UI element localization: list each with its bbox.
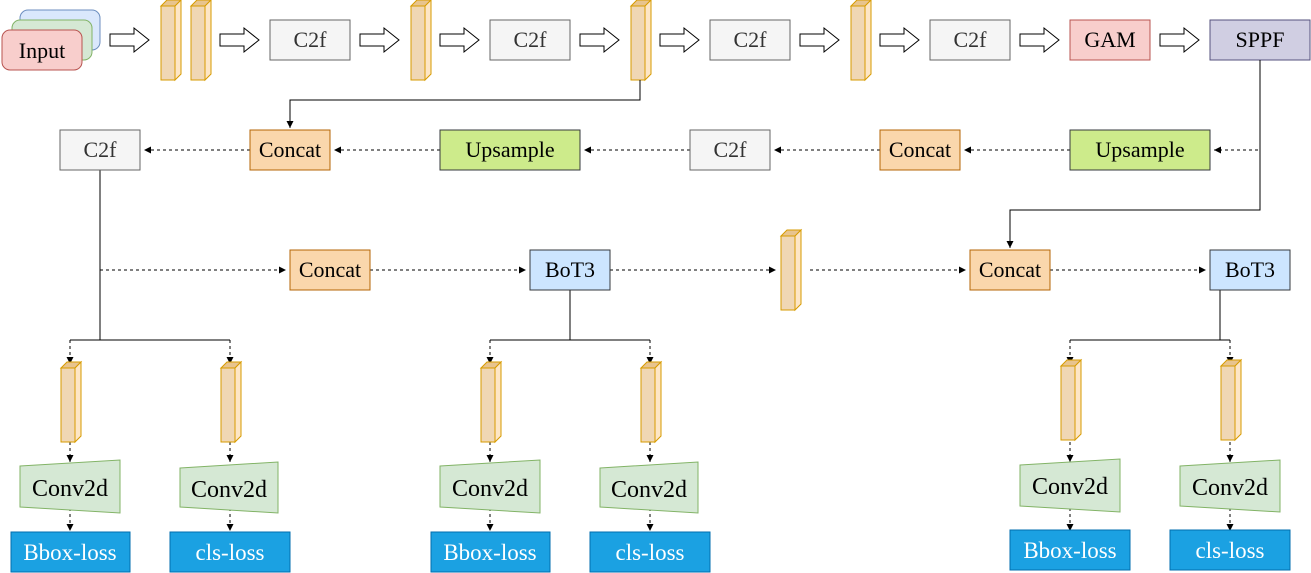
hollow-arrow xyxy=(359,26,400,54)
backbone-arrows xyxy=(109,26,1200,54)
svg-text:cls-loss: cls-loss xyxy=(616,540,685,565)
hollow-arrow xyxy=(109,26,150,54)
svg-text:GAM: GAM xyxy=(1084,27,1135,52)
conv-block xyxy=(219,360,243,444)
concat-block-1: Concat xyxy=(249,129,331,171)
svg-text:Conv2d: Conv2d xyxy=(1192,475,1268,501)
conv-block xyxy=(849,0,872,82)
hollow-arrow xyxy=(1159,26,1200,54)
svg-text:Conv2d: Conv2d xyxy=(32,476,108,502)
hollow-arrow xyxy=(219,26,260,54)
c2f-block-1: C2f xyxy=(269,19,351,61)
svg-text:C2f: C2f xyxy=(514,27,548,52)
svg-text:C2f: C2f xyxy=(84,137,118,162)
svg-text:Concat: Concat xyxy=(259,137,321,162)
conv2d-block: Conv2d xyxy=(1179,459,1281,513)
svg-text:BoT3: BoT3 xyxy=(1225,257,1275,282)
upsample-block-1: Upsample xyxy=(439,129,581,171)
sppf-block: SPPF xyxy=(1209,19,1311,61)
input-label: Input xyxy=(19,38,65,63)
concat-block-4: Concat xyxy=(969,249,1051,291)
conv2d-block: Conv2d xyxy=(19,459,121,514)
cls-loss-block: cls-loss xyxy=(589,531,711,573)
svg-text:C2f: C2f xyxy=(294,27,328,52)
gam-block: GAM xyxy=(1069,19,1151,61)
svg-text:Concat: Concat xyxy=(889,137,951,162)
c2f-block-mid: C2f xyxy=(689,129,771,171)
concat-block-2: Concat xyxy=(879,129,961,171)
svg-text:BoT3: BoT3 xyxy=(545,257,595,282)
backbone-conv-blocks xyxy=(159,0,872,82)
svg-text:Upsample: Upsample xyxy=(465,137,554,162)
conv2d-block: Conv2d xyxy=(1019,458,1121,513)
svg-text:C2f: C2f xyxy=(734,27,768,52)
cls-loss-block: cls-loss xyxy=(169,531,291,573)
connectors xyxy=(66,60,1261,531)
conv2d-block: Conv2d xyxy=(599,461,699,514)
hollow-arrow xyxy=(1019,26,1060,54)
c2f-block-3: C2f xyxy=(709,19,791,61)
hollow-arrow xyxy=(579,26,620,54)
svg-text:Upsample: Upsample xyxy=(1095,137,1184,162)
conv-block xyxy=(59,360,83,444)
detection-head-3: Conv2d Conv2d Bbox-loss cls-loss xyxy=(1009,358,1291,571)
bot3-block-1: BoT3 xyxy=(529,249,611,291)
svg-text:Concat: Concat xyxy=(979,257,1041,282)
conv-block xyxy=(779,228,803,312)
c2f-block-2: C2f xyxy=(489,19,571,61)
svg-text:Conv2d: Conv2d xyxy=(452,476,528,502)
svg-text:C2f: C2f xyxy=(954,27,988,52)
svg-text:Concat: Concat xyxy=(299,257,361,282)
svg-text:Bbox-loss: Bbox-loss xyxy=(443,540,536,565)
hollow-arrow xyxy=(799,26,840,54)
conv-block xyxy=(629,0,652,82)
conv-block xyxy=(479,360,503,444)
hollow-arrow xyxy=(659,26,700,54)
svg-text:cls-loss: cls-loss xyxy=(196,540,265,565)
bbox-loss-block: Bbox-loss xyxy=(10,531,131,573)
conv-block xyxy=(409,0,432,82)
bbox-loss-block: Bbox-loss xyxy=(430,531,551,573)
conv2d-block: Conv2d xyxy=(439,459,541,514)
c2f-block-4: C2f xyxy=(929,19,1011,61)
detection-head-1: Conv2d Conv2d Bbox-loss cls-loss xyxy=(10,360,291,573)
conv-block xyxy=(1059,358,1083,442)
bbox-loss-block: Bbox-loss xyxy=(1009,529,1131,571)
conv2d-block: Conv2d xyxy=(179,461,279,514)
svg-text:cls-loss: cls-loss xyxy=(1196,538,1265,563)
concat-block-3: Concat xyxy=(289,249,371,291)
svg-text:Conv2d: Conv2d xyxy=(191,477,267,503)
conv-block xyxy=(159,0,182,82)
conv-block xyxy=(1219,358,1243,442)
svg-text:C2f: C2f xyxy=(714,137,748,162)
upsample-block-2: Upsample xyxy=(1069,129,1211,171)
hollow-arrow xyxy=(439,26,480,54)
detection-head-2: Conv2d Conv2d Bbox-loss cls-loss xyxy=(430,360,711,573)
conv-block xyxy=(639,360,663,444)
svg-text:Conv2d: Conv2d xyxy=(611,477,687,503)
svg-text:Conv2d: Conv2d xyxy=(1032,474,1108,500)
input-stack: Input xyxy=(1,9,101,71)
svg-text:Bbox-loss: Bbox-loss xyxy=(1023,538,1116,563)
svg-text:SPPF: SPPF xyxy=(1236,27,1285,52)
svg-text:Bbox-loss: Bbox-loss xyxy=(23,540,116,565)
hollow-arrow xyxy=(879,26,920,54)
bot3-block-2: BoT3 xyxy=(1209,249,1291,291)
conv-block xyxy=(189,0,212,82)
cls-loss-block: cls-loss xyxy=(1169,529,1291,571)
c2f-block-left: C2f xyxy=(59,129,141,171)
